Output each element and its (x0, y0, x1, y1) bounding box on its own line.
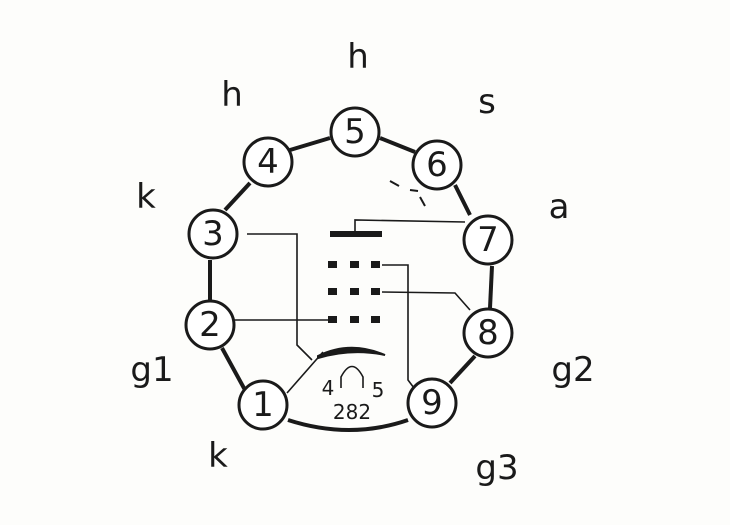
label-pin-7: a (549, 187, 570, 227)
pin-1: 1 (237, 379, 289, 431)
grid-dots (328, 261, 380, 323)
svg-text:7: 7 (477, 220, 499, 260)
pin-4: 4 (242, 136, 294, 188)
anode-plate (330, 231, 382, 237)
internal-wiring: 4 5 282 (234, 180, 471, 424)
shield-dashes (389, 180, 426, 207)
svg-text:9: 9 (421, 383, 443, 423)
label-pin-2: g1 (130, 350, 173, 390)
svg-text:2: 2 (199, 305, 221, 345)
label-pin-4: h (221, 75, 243, 115)
heater-pin-right: 5 (372, 378, 385, 402)
label-pin-3: k (136, 177, 156, 217)
svg-text:3: 3 (202, 214, 224, 254)
label-pin-9: g3 (475, 448, 518, 488)
svg-text:5: 5 (344, 112, 366, 152)
pin-3: 3 (187, 208, 239, 260)
heater-pin-left: 4 (322, 376, 335, 400)
label-pin-1: k (208, 436, 228, 476)
pin-6: 6 (411, 139, 463, 191)
svg-text:8: 8 (477, 313, 499, 353)
pin-2: 2 (184, 299, 236, 351)
svg-text:1: 1 (252, 385, 274, 425)
cathode (317, 346, 386, 360)
svg-text:6: 6 (426, 145, 448, 185)
label-pin-8: g2 (551, 350, 594, 390)
pin-9: 9 (406, 377, 458, 429)
svg-text:4: 4 (257, 142, 279, 182)
heater-filament (340, 365, 364, 388)
pin-8: 8 (462, 307, 514, 359)
heater-code: 282 (333, 400, 371, 424)
pin-5: 5 (329, 106, 381, 158)
label-pin-5: h (347, 37, 369, 77)
envelope-ring (208, 136, 494, 432)
label-pin-6: s (478, 82, 496, 122)
pin-7: 7 (462, 214, 514, 266)
